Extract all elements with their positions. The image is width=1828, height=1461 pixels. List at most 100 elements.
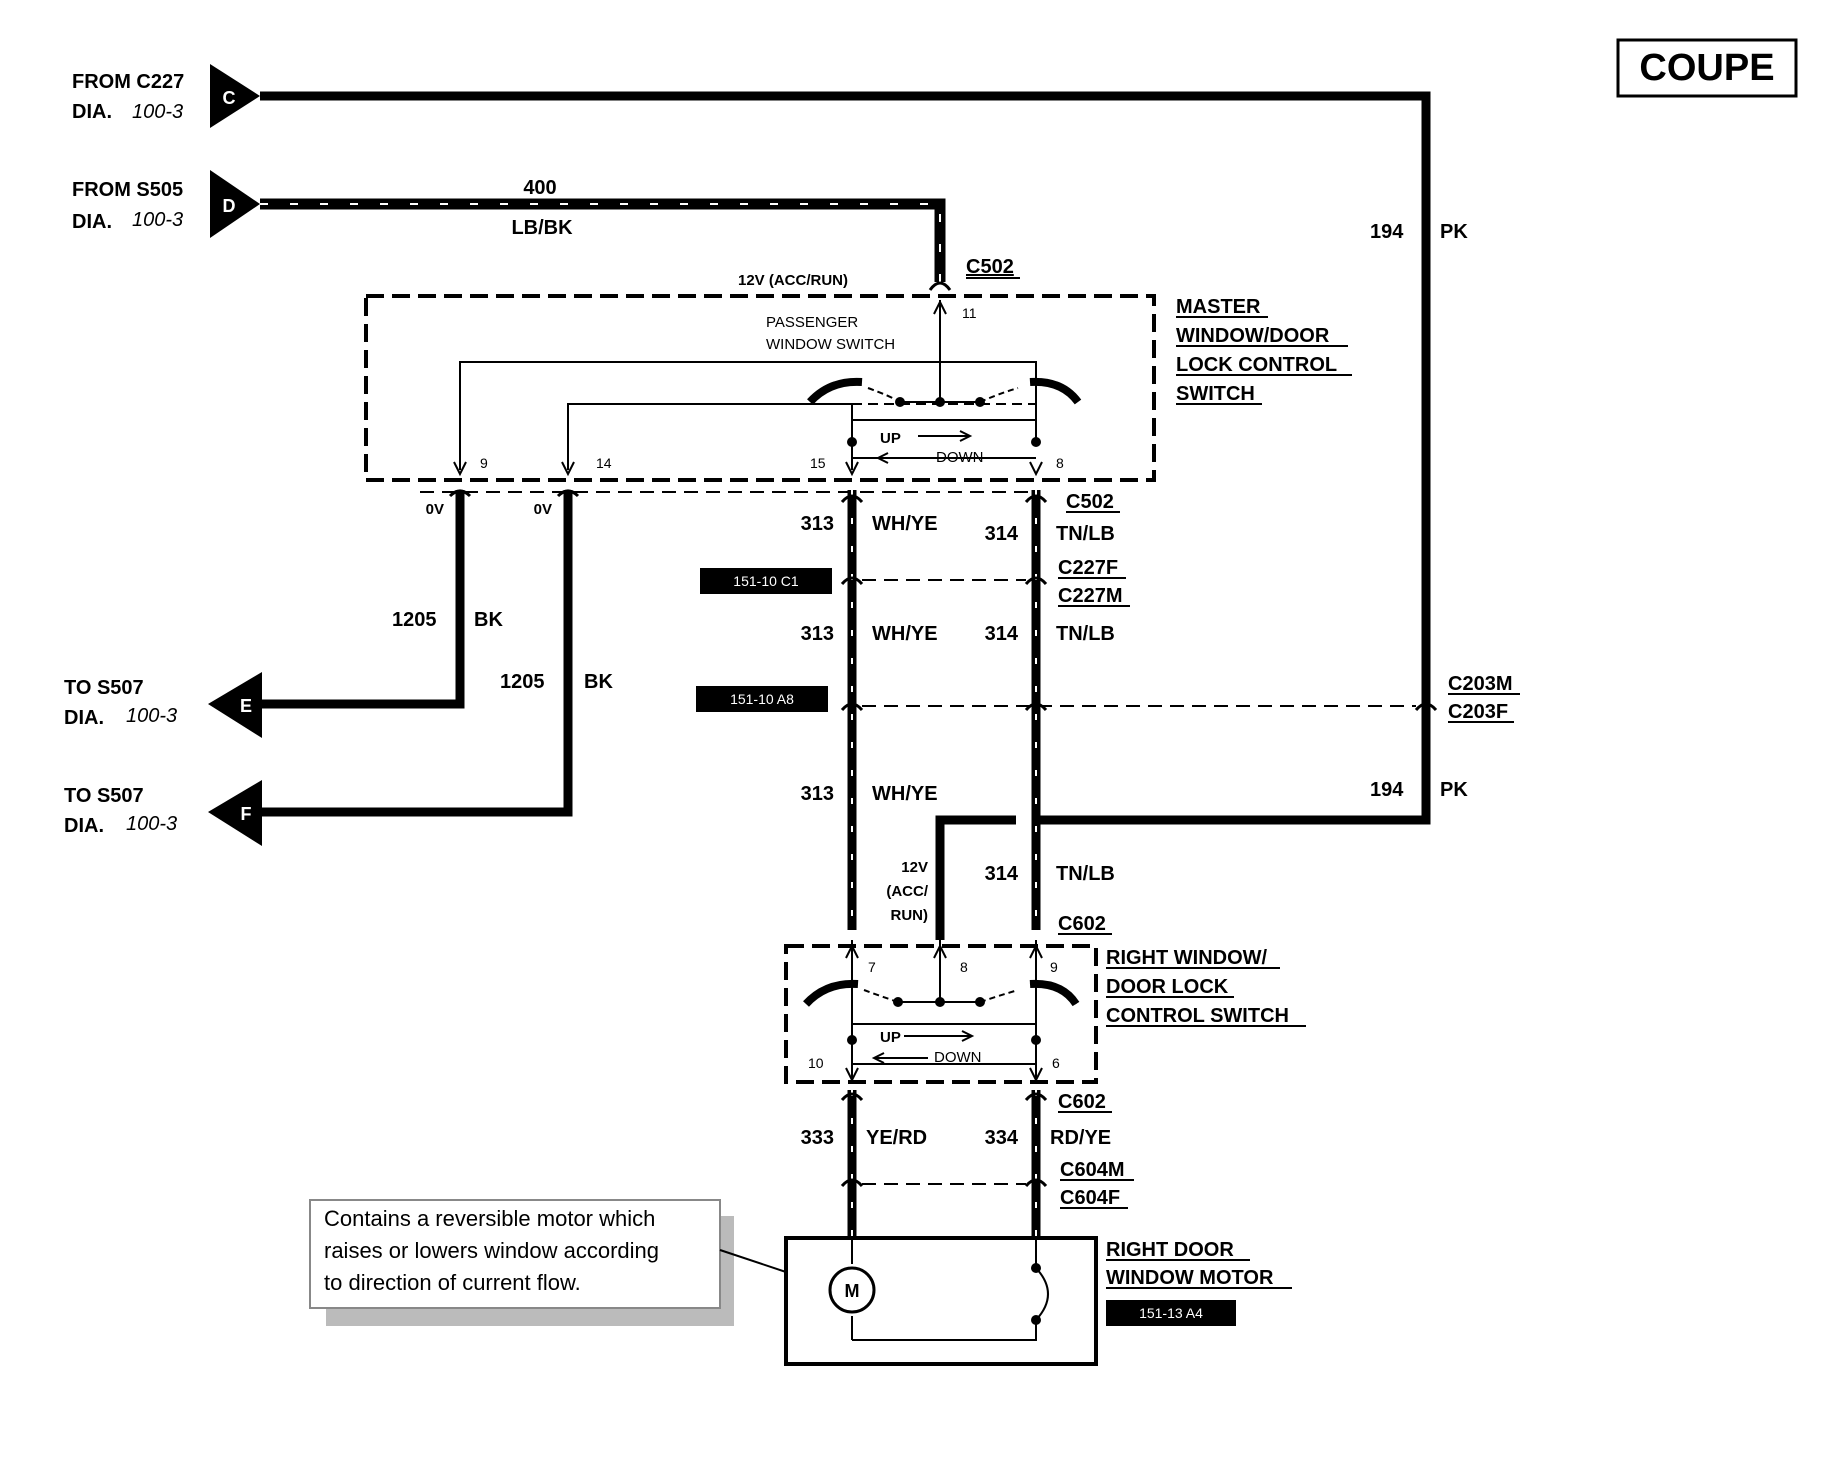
wire-1205-color-2: BK <box>584 671 613 693</box>
wire-313-number-3: 313 <box>801 783 834 805</box>
wire-333-number: 333 <box>801 1127 834 1149</box>
right-pin-8: 8 <box>960 959 968 975</box>
svg-text:LOCK CONTROL: LOCK CONTROL <box>1176 354 1337 376</box>
master-pin-15: 15 <box>810 455 826 471</box>
connector-f-dia: DIA. <box>64 815 104 837</box>
note-line-3: to direction of current flow. <box>324 1270 581 1295</box>
motor-symbol: M <box>845 1281 860 1301</box>
note-line-1: Contains a reversible motor which <box>324 1206 655 1231</box>
wire-334-number: 334 <box>985 1127 1019 1149</box>
wire-400-lbbk <box>260 198 946 282</box>
master-down-label: DOWN <box>936 449 984 466</box>
connector-e-page: 100-3 <box>126 705 177 727</box>
right-switch-box <box>784 944 1098 1084</box>
master-pin-8: 8 <box>1056 455 1064 471</box>
ref-151-13-a4: 151-13 A4 <box>1106 1300 1236 1326</box>
connector-e: E TO S507 DIA. 100-3 <box>64 672 262 738</box>
c502-top-splice <box>928 281 952 291</box>
svg-text:151-10 C1: 151-10 C1 <box>733 573 799 589</box>
connector-d-letter: D <box>223 196 236 216</box>
splice-c203f: C203F <box>1448 701 1508 723</box>
master-switch-box <box>364 294 1156 482</box>
wire-314-color-2: TN/LB <box>1056 623 1115 645</box>
wire-313-number-2: 313 <box>801 623 834 645</box>
right-switch-title: RIGHT WINDOW/ DOOR LOCK CONTROL SWITCH <box>1106 947 1306 1027</box>
coupe-label: COUPE <box>1639 47 1774 89</box>
svg-text:WINDOW/DOOR: WINDOW/DOOR <box>1176 325 1330 347</box>
wire-313-color-3: WH/YE <box>872 783 938 805</box>
wire-314-number-2: 314 <box>985 623 1019 645</box>
master-pin-9: 9 <box>480 455 488 471</box>
voltage-0v-2: 0V <box>534 501 552 518</box>
connector-d-dia: DIA. <box>72 211 112 233</box>
wire-313-number-1: 313 <box>801 513 834 535</box>
wire-313-color-1: WH/YE <box>872 513 938 535</box>
ref-151-10-a8: 151-10 A8 <box>696 686 828 712</box>
master-pin-11: 11 <box>962 305 977 321</box>
right-pin-7: 7 <box>868 959 876 975</box>
splice-c227f: C227F <box>1058 557 1118 579</box>
motor-internals <box>851 1238 1049 1341</box>
svg-text:CONTROL SWITCH: CONTROL SWITCH <box>1106 1005 1289 1027</box>
connector-e-letter: E <box>240 696 252 716</box>
wire-194-color-top: PK <box>1440 221 1468 243</box>
connector-f-letter: F <box>241 804 252 824</box>
wire-314-number-3: 314 <box>985 863 1019 885</box>
wire-194-pk <box>260 91 1431 825</box>
connector-d-page: 100-3 <box>132 209 183 231</box>
wire-400-color: LB/BK <box>511 217 573 239</box>
wire-314-color-1: TN/LB <box>1056 523 1115 545</box>
connector-c: C FROM C227 DIA. 100-3 <box>72 64 260 128</box>
voltage-0v-1: 0V <box>426 501 444 518</box>
connector-f-page: 100-3 <box>126 813 177 835</box>
svg-text:151-10 A8: 151-10 A8 <box>730 691 794 707</box>
connector-c-dia: DIA. <box>72 101 112 123</box>
right-down-label: DOWN <box>934 1049 982 1066</box>
motor-icon <box>828 1266 876 1314</box>
window-switch-label: WINDOW SWITCH <box>766 336 895 353</box>
splice-c502-top: C502 <box>966 256 1014 278</box>
wire-1205-color-1: BK <box>474 609 503 631</box>
coupe-badge: COUPE <box>1616 38 1798 98</box>
splice-c602-bottom: C602 <box>1058 1091 1106 1113</box>
svg-text:SWITCH: SWITCH <box>1176 383 1255 405</box>
voltage-12v: 12V <box>901 859 928 876</box>
connector-d-source: FROM S505 <box>72 179 183 201</box>
master-switch-title: MASTER WINDOW/DOOR LOCK CONTROL SWITCH <box>1176 296 1352 405</box>
wire-333-color: YE/RD <box>866 1127 927 1149</box>
voltage-acc: (ACC/ <box>886 883 928 900</box>
wire-1205-number-2: 1205 <box>500 671 545 693</box>
wire-194-color-bottom: PK <box>1440 779 1468 801</box>
wire-313-color-2: WH/YE <box>872 623 938 645</box>
wire-194-number-top: 194 <box>1370 221 1404 243</box>
connector-f: F TO S507 DIA. 100-3 <box>64 780 262 846</box>
wire-334-color: RD/YE <box>1050 1127 1111 1149</box>
svg-text:DOOR LOCK: DOOR LOCK <box>1106 976 1229 998</box>
right-pin-6: 6 <box>1052 1055 1060 1071</box>
right-up-label: UP <box>880 1029 901 1046</box>
master-switch-internals <box>453 299 1082 477</box>
splice-c604m: C604M <box>1060 1159 1124 1181</box>
splice-c227m: C227M <box>1058 585 1122 607</box>
svg-text:151-13 A4: 151-13 A4 <box>1139 1305 1203 1321</box>
motor-box <box>784 1236 1098 1366</box>
master-up-label: UP <box>880 430 901 447</box>
wire-1205-bk <box>260 490 573 817</box>
connector-e-dest: TO S507 <box>64 677 144 699</box>
splice-c502-lower: C502 <box>1066 491 1114 513</box>
svg-text:WINDOW MOTOR: WINDOW MOTOR <box>1106 1267 1274 1289</box>
wire-314-number-1: 314 <box>985 523 1019 545</box>
svg-text:RIGHT WINDOW/: RIGHT WINDOW/ <box>1106 947 1268 969</box>
connector-f-dest: TO S507 <box>64 785 144 807</box>
connector-d: D FROM S505 DIA. 100-3 <box>72 170 260 238</box>
splice-c604f: C604F <box>1060 1187 1120 1209</box>
right-pin-10: 10 <box>808 1055 824 1071</box>
ref-151-10-c1: 151-10 C1 <box>700 568 832 594</box>
connector-c-source: FROM C227 <box>72 71 184 93</box>
master-pin-14: 14 <box>596 455 612 471</box>
wire-194-number-bottom: 194 <box>1370 779 1404 801</box>
motor-note-callout: Contains a reversible motor which raises… <box>309 1199 787 1326</box>
svg-text:RIGHT DOOR: RIGHT DOOR <box>1106 1239 1234 1261</box>
connector-c-letter: C <box>223 88 236 108</box>
voltage-acc-run: 12V (ACC/RUN) <box>738 272 848 289</box>
